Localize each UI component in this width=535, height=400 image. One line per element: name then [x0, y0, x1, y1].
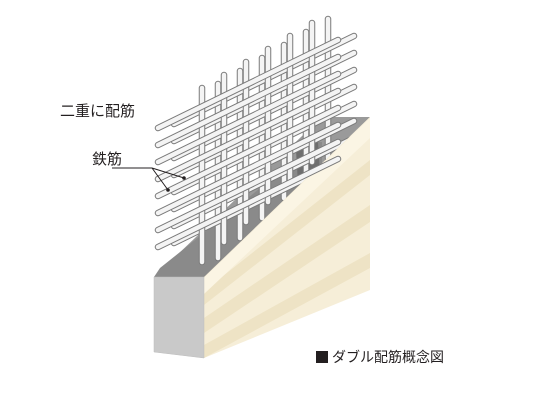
double-rebar-label: 二重に配筋	[60, 102, 136, 120]
front-rebar-horizontal-bar-highlight	[155, 105, 341, 199]
front-rebar-horizontal-bar-highlight	[155, 71, 341, 165]
caption-text: ダブル配筋概念図	[332, 350, 444, 366]
rebar-label: 鉄筋	[92, 150, 123, 168]
wall-front-face	[153, 276, 205, 359]
front-rebar-horizontal-bar-highlight	[155, 122, 341, 216]
black-square-icon	[316, 351, 328, 363]
diagram-caption: ダブル配筋概念図	[316, 347, 444, 367]
front-rebar-horizontal-bar-highlight	[155, 88, 341, 182]
front-rebar-horizontal-bar-highlight	[155, 54, 341, 148]
rebar-leader-lines	[112, 167, 186, 192]
front-rebar-horizontal-bar-highlight	[155, 37, 341, 131]
rebar-mesh-front	[154, 19, 342, 266]
front-rebar-horizontal-bar-highlight	[155, 156, 341, 250]
front-rebar-horizontal-bar-highlight	[155, 139, 341, 233]
